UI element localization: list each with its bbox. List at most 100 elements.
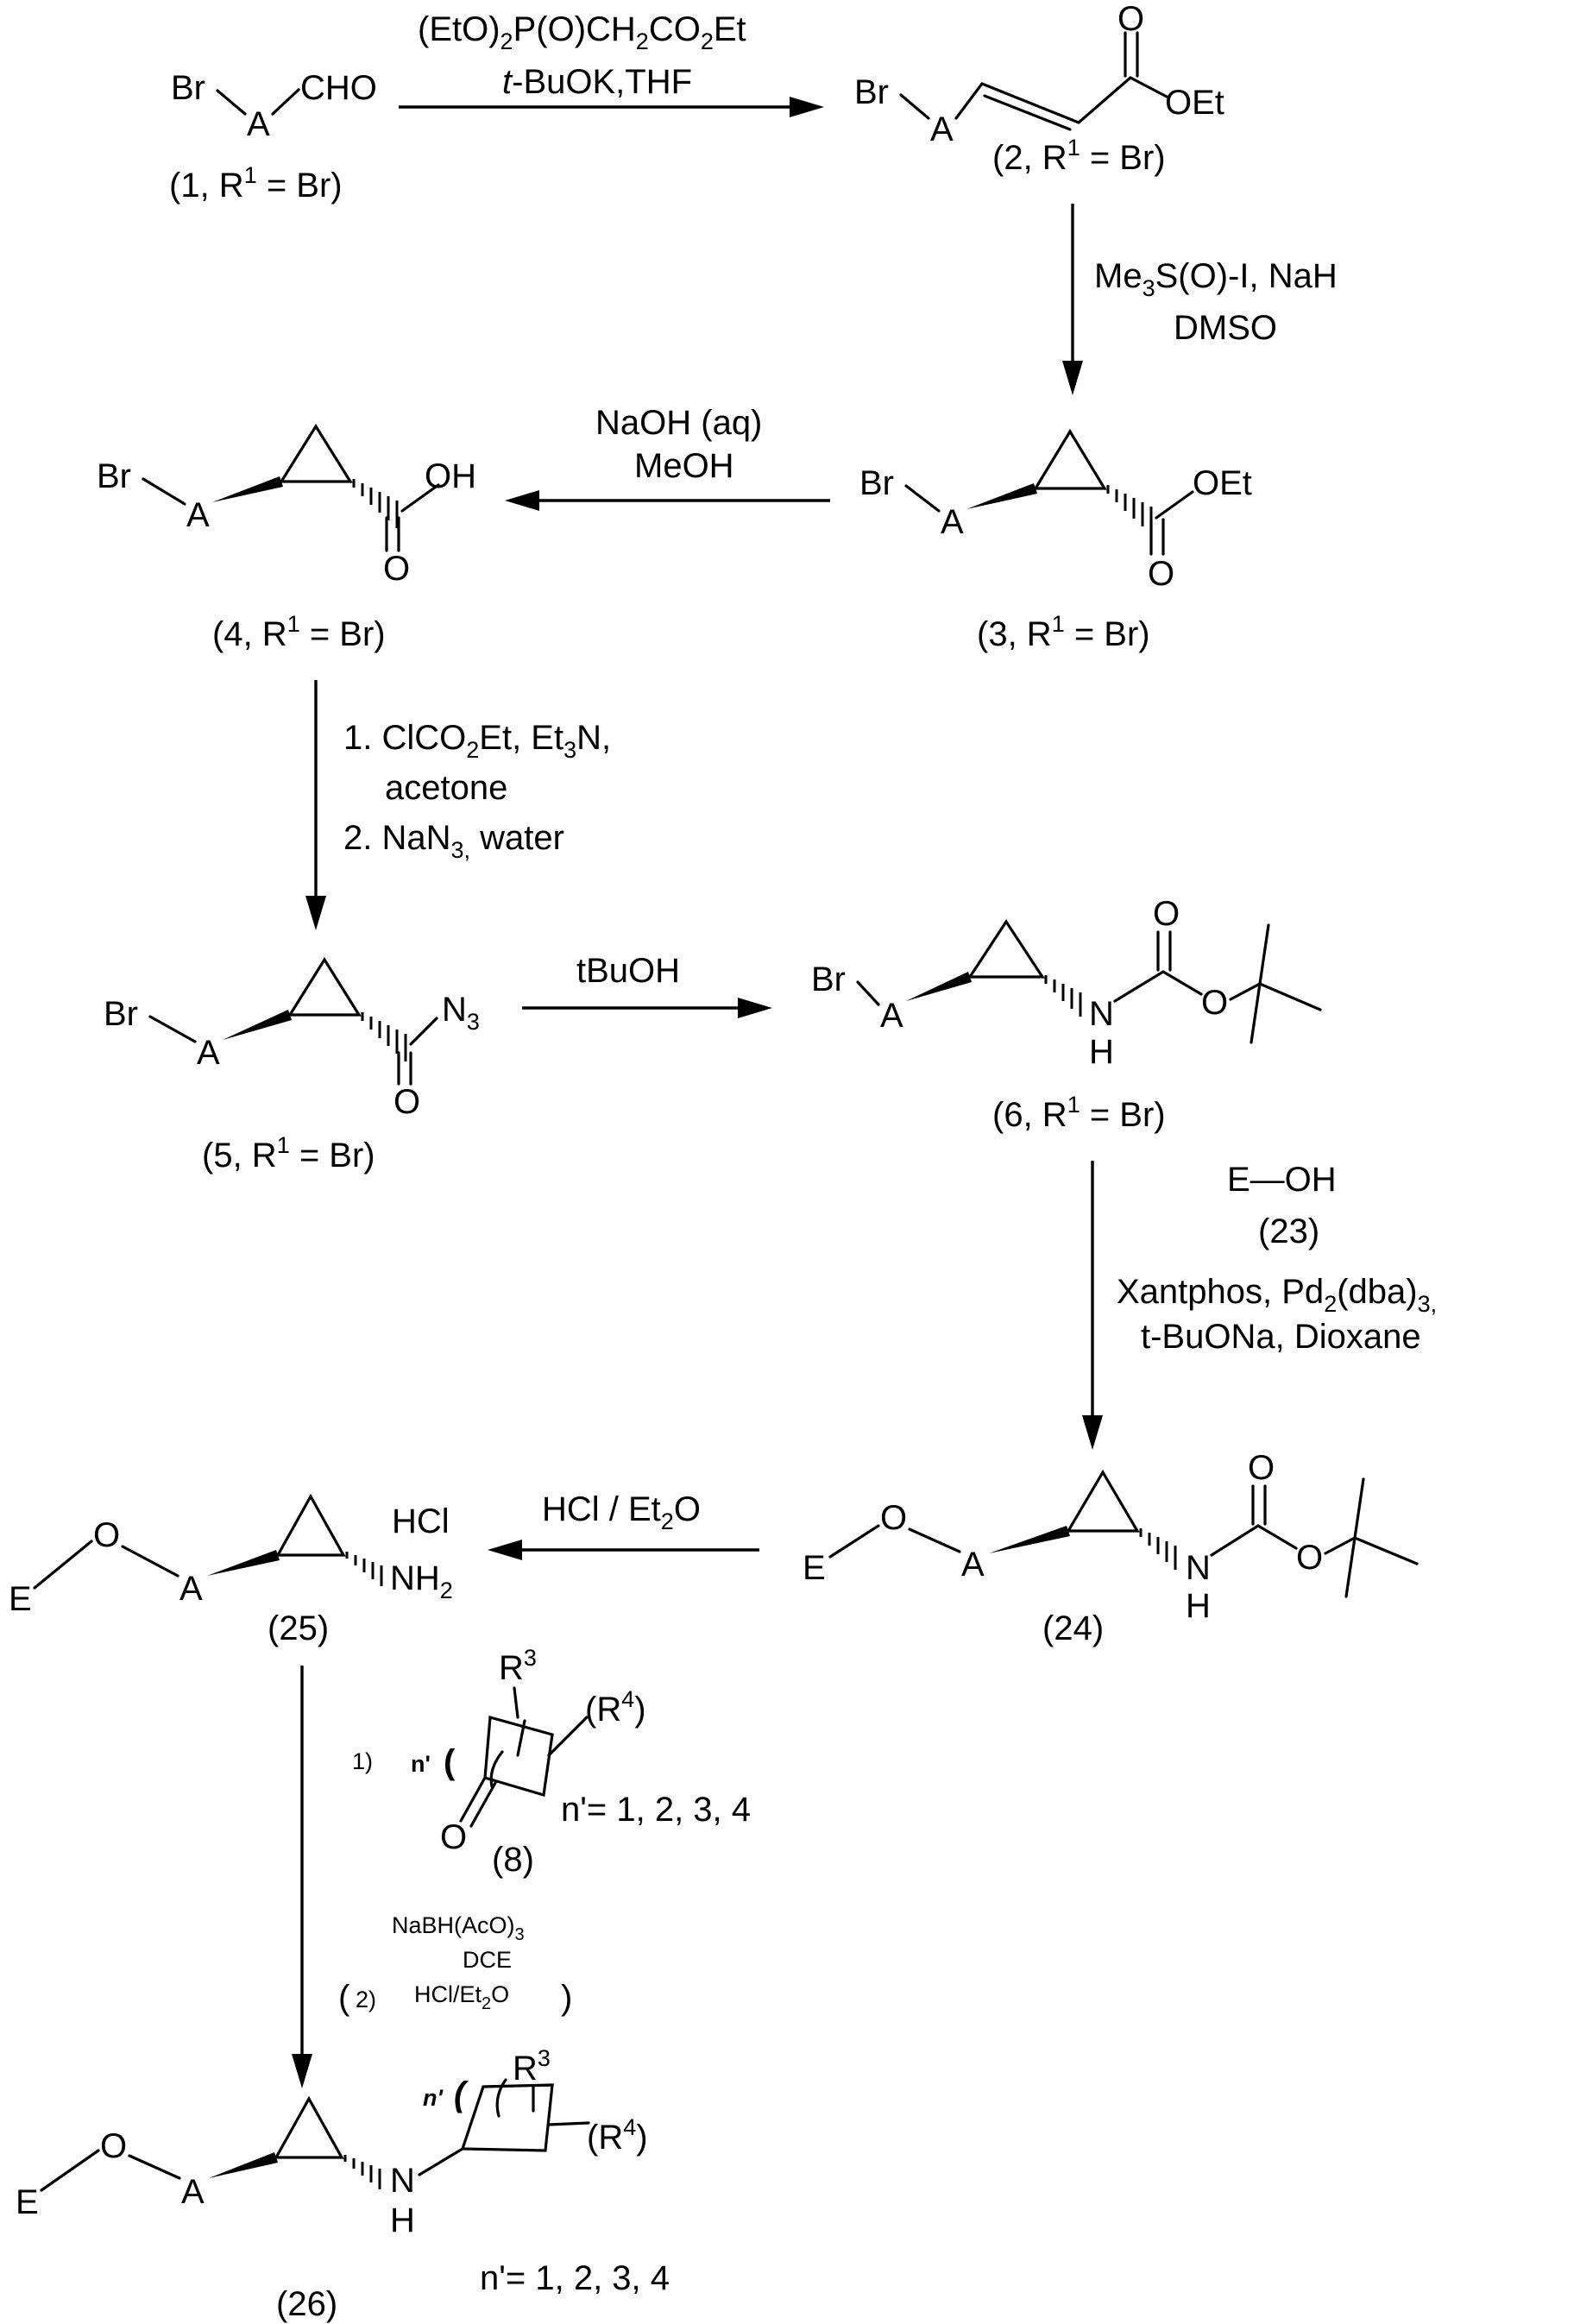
- compound-25-label: (25): [268, 1609, 329, 1647]
- atom-h: H: [390, 2201, 415, 2239]
- atom-h: H: [1089, 1033, 1114, 1071]
- atom-nh2: NH2: [390, 1559, 453, 1603]
- step-1-arrow: (EtO)2P(O)CH2CO2Et t-BuOK,THF: [399, 10, 824, 117]
- atom-cho: CHO: [300, 69, 377, 107]
- bond: [906, 486, 939, 511]
- atom-a: A: [186, 496, 210, 534]
- atom-o: O: [383, 550, 410, 588]
- atom-n: N: [1089, 995, 1114, 1033]
- atom-o: O: [1117, 0, 1144, 38]
- compound-5: Br A N3 O (5, R1 = Br): [104, 960, 480, 1175]
- step-8-reagent-line3: HCl/Et2O: [414, 1981, 509, 2013]
- bond: [419, 2149, 463, 2175]
- bond: [1258, 1526, 1296, 1548]
- compound-4-label: (4, R1 = Br): [212, 611, 386, 653]
- bond: [982, 84, 1079, 123]
- step-3-reagent-line2: MeOH: [634, 447, 734, 485]
- bond: [1346, 1538, 1355, 1597]
- atom-h: H: [1186, 1587, 1211, 1625]
- step-8-number-1: 1): [352, 1748, 373, 1774]
- bond: [129, 2156, 179, 2178]
- bond: [514, 1688, 518, 1717]
- bond: [273, 90, 299, 114]
- compound-1-label: (1, R1 = Br): [169, 162, 343, 205]
- cyclopropane-ring: [281, 426, 350, 482]
- compound-1: Br A CHO (1, R1 = Br): [169, 69, 377, 205]
- atom-br: Br: [97, 457, 131, 495]
- bond: [858, 982, 878, 1005]
- compound-2: Br A O OEt (2, R1 = Br): [854, 0, 1224, 177]
- bond: [123, 1546, 178, 1576]
- ring-paren: (: [444, 1743, 456, 1781]
- hashed-bond: [347, 1552, 381, 1586]
- step-6-reagent-line2: t-BuONa, Dioxane: [1141, 1318, 1421, 1356]
- step-2-reagent-line2: DMSO: [1174, 309, 1277, 347]
- bond: [461, 1778, 485, 1821]
- bond: [1260, 984, 1320, 1010]
- atom-e: E: [803, 1549, 826, 1587]
- step-6-reagent: E—OH: [1227, 1161, 1337, 1199]
- wedge-bond: [989, 1526, 1070, 1553]
- final-n-values: n'= 1, 2, 3, 4: [480, 2259, 670, 2297]
- atom-o: O: [1296, 1539, 1323, 1577]
- wedge-bond: [207, 1550, 280, 1576]
- cyclopropane-ring: [970, 922, 1042, 977]
- atom-o: O: [93, 1516, 120, 1554]
- bond: [411, 1018, 437, 1044]
- bond: [1355, 1479, 1363, 1538]
- atom-a: A: [930, 110, 954, 148]
- hashed-bond: [345, 2155, 380, 2189]
- bond: [1156, 492, 1193, 518]
- atom-a: A: [179, 1570, 203, 1608]
- atom-br: Br: [104, 995, 138, 1033]
- hashed-bond: [1108, 485, 1151, 535]
- atom-a: A: [941, 503, 964, 541]
- step-8-reagent-line2: DCE: [463, 1947, 512, 1973]
- bond: [217, 91, 245, 114]
- cyclopropane-ring: [290, 960, 359, 1015]
- atom-o: O: [100, 2127, 127, 2165]
- compound-26-label: (26): [276, 2285, 337, 2323]
- bond: [471, 1783, 495, 1826]
- compound-6-label: (6, R1 = Br): [992, 1092, 1166, 1134]
- cyclopropane-ring: [1068, 1472, 1137, 1531]
- bond: [143, 479, 185, 504]
- bond: [1079, 78, 1130, 123]
- bond: [910, 1529, 960, 1552]
- atom-o: O: [1153, 895, 1180, 933]
- step-1-reagent-line2: t-BuOK,THF: [502, 63, 692, 101]
- n-prime-label: n': [411, 1751, 431, 1777]
- atom-o: O: [393, 1083, 420, 1121]
- bond: [956, 84, 982, 118]
- bond: [549, 2123, 589, 2125]
- compound-4: Br A OH O (4, R1 = Br): [97, 426, 476, 653]
- ring-paren: (: [454, 2075, 469, 2113]
- atom-br: Br: [859, 464, 894, 502]
- atom-a: A: [181, 2173, 205, 2211]
- bond: [1115, 972, 1163, 1001]
- atom-o: O: [1201, 984, 1228, 1022]
- atom-a: A: [880, 997, 903, 1035]
- bond: [1163, 972, 1201, 994]
- step-8-reagent-line1: NaBH(AcO)3: [392, 1912, 525, 1944]
- atom-a: A: [197, 1034, 220, 1072]
- wedge-bond: [223, 1010, 292, 1040]
- compound-23-label: (23): [1258, 1212, 1319, 1250]
- bond: [1260, 925, 1268, 984]
- atom-oet: OEt: [1165, 84, 1224, 122]
- bond: [1212, 1526, 1258, 1555]
- atom-a: A: [247, 105, 270, 143]
- step-8-arrow: 1) n' ( R3 (R4) O (8) n'= 1, 2, 3, 4 NaB…: [292, 1645, 751, 2088]
- bond: [549, 1717, 587, 1755]
- atom-r4: (R4): [587, 2114, 648, 2157]
- atom-o: O: [1248, 1449, 1275, 1487]
- step-8-open-paren: (: [338, 1979, 350, 2017]
- atom-oet: OEt: [1193, 464, 1252, 502]
- atom-hcl: HCl: [392, 1502, 450, 1540]
- atom-br: Br: [854, 73, 889, 111]
- atom-n: N: [390, 2162, 415, 2200]
- atom-o: O: [1148, 555, 1174, 593]
- compound-26: E O A N H n' ( R3 (R4) (26) n'= 1, 2, 3,…: [16, 2045, 670, 2323]
- bond: [41, 2151, 98, 2190]
